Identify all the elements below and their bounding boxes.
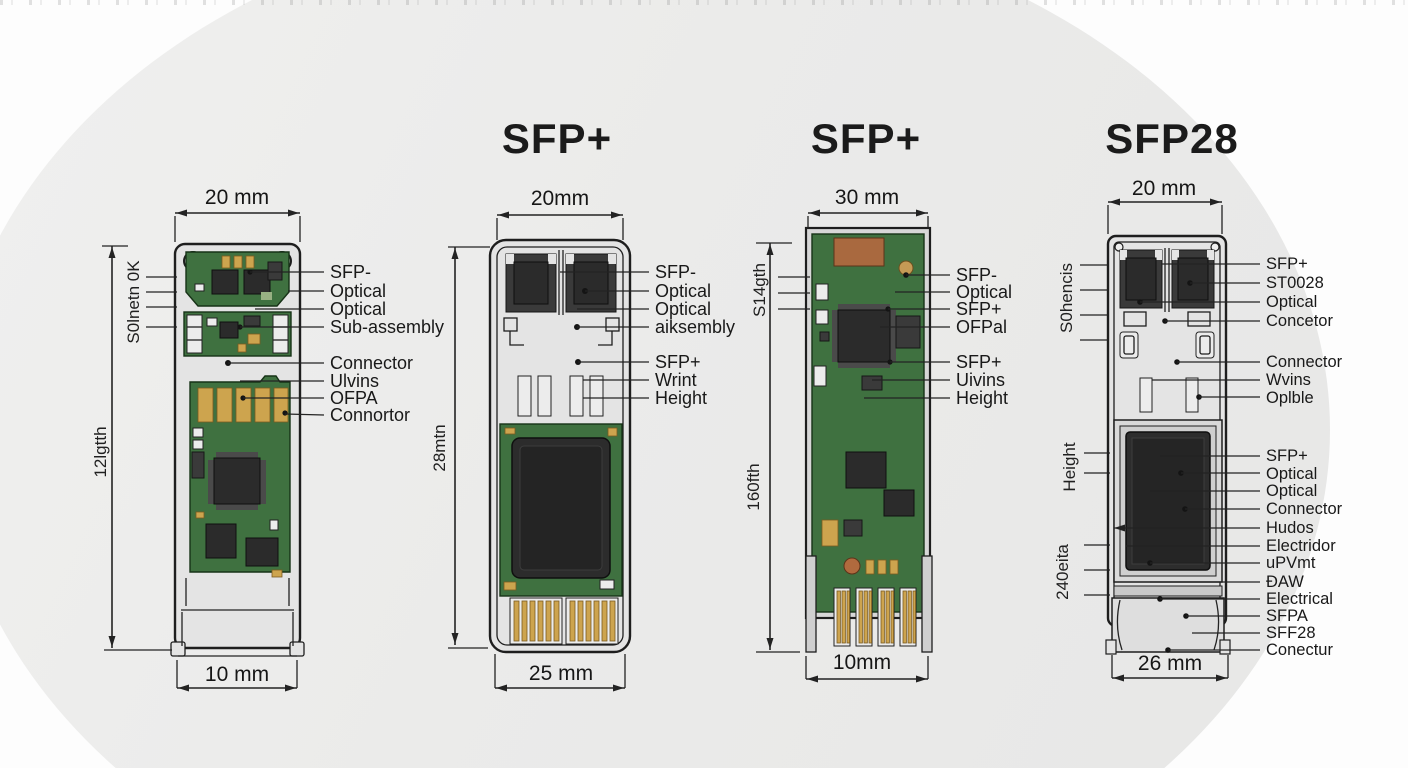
module-2-left-dimension: 28mtn — [430, 424, 449, 472]
callout-label: SFP- — [655, 262, 697, 282]
callout-label: SFP- — [956, 265, 998, 285]
callout-label: Electridor — [1266, 537, 1336, 555]
callout-label: Height — [956, 388, 1009, 408]
callout-label: OFPA — [330, 388, 378, 408]
callout-label: Optical — [1266, 293, 1318, 311]
callout-label: OFPal — [956, 317, 1008, 337]
callout-label: Connortor — [330, 405, 411, 425]
module-4-side-text-top: S0hencis — [1057, 263, 1076, 333]
callout-label: SFP+ — [655, 352, 701, 372]
module-2-graphic — [448, 211, 649, 692]
module-1-top-dimension: 20 mm — [204, 186, 270, 209]
module-3-title: SFP+ — [810, 115, 922, 162]
callout-label: Concetor — [1266, 312, 1333, 330]
module-4-top-dimension: 20 mm — [1131, 177, 1197, 200]
module-4-bottom-dimension: 26 mm — [1137, 652, 1203, 675]
callout-label: uPVmt — [1266, 554, 1316, 572]
callout-label: Optical — [330, 299, 387, 319]
callout-label: SFP- — [330, 262, 372, 282]
callout-label: SFP+ — [956, 352, 1002, 372]
callout-label: Ulvins — [330, 371, 380, 391]
module-3-side-text-top: S14gth — [750, 263, 769, 317]
module-3-bottom-dimension: 10mm — [832, 651, 892, 674]
module-2-title: SFP+ — [501, 115, 613, 162]
callout-label: Uivins — [956, 370, 1006, 390]
callout-label: Height — [655, 388, 708, 408]
callout-label: Optical — [330, 281, 387, 301]
module-4-side-text-bottom: 240eita — [1053, 544, 1072, 600]
callout-label: Wrint — [655, 370, 697, 390]
module-1-graphic — [102, 209, 325, 692]
callout-label: Connector — [330, 353, 414, 373]
module-4-title: SFP28 — [1105, 115, 1239, 162]
callout-label: Optical — [956, 282, 1013, 302]
module-1-left-dimension: 12lgtth — [91, 426, 110, 478]
callout-label: SFF28 — [1266, 624, 1316, 642]
module-1-side-text: S0lnetn 0K — [124, 260, 143, 344]
callout-label: Connector — [1266, 500, 1343, 518]
callout-label: SFP+ — [1266, 447, 1308, 465]
callout-label: Wvins — [1266, 371, 1311, 389]
callout-label: Hudos — [1266, 519, 1314, 537]
callout-label: Optical — [655, 299, 712, 319]
callout-label: SFP+ — [956, 299, 1002, 319]
module-2-top-dimension: 20mm — [530, 187, 590, 210]
callout-label: SFP+ — [1266, 255, 1308, 273]
cropped-text-artifacts — [0, 0, 1408, 5]
callout-label: Optical — [1266, 482, 1318, 500]
callout-label: Oplble — [1266, 389, 1314, 407]
callout-label: Optical — [655, 281, 712, 301]
callout-label: Sub-assembly — [330, 317, 445, 337]
callout-label: Electrical — [1266, 590, 1333, 608]
callout-label: aiksembly — [655, 317, 736, 337]
callout-label: ST0028 — [1266, 274, 1324, 292]
module-4-side-text-mid: Height — [1060, 442, 1079, 492]
module-4-graphic — [1080, 198, 1260, 682]
callout-label: Conectur — [1266, 641, 1333, 659]
callout-label: Connector — [1266, 353, 1343, 371]
module-2-bottom-dimension: 25 mm — [528, 662, 594, 685]
module-1-bottom-dimension: 10 mm — [204, 663, 270, 686]
callout-label: ĐAW — [1266, 573, 1304, 591]
module-3-graphic — [756, 209, 950, 683]
module-3-top-dimension: 30 mm — [834, 186, 900, 209]
module-3-side-text-bottom: 160fth — [744, 463, 763, 511]
callout-label: SFPA — [1266, 607, 1308, 625]
callout-label: Optical — [1266, 465, 1318, 483]
